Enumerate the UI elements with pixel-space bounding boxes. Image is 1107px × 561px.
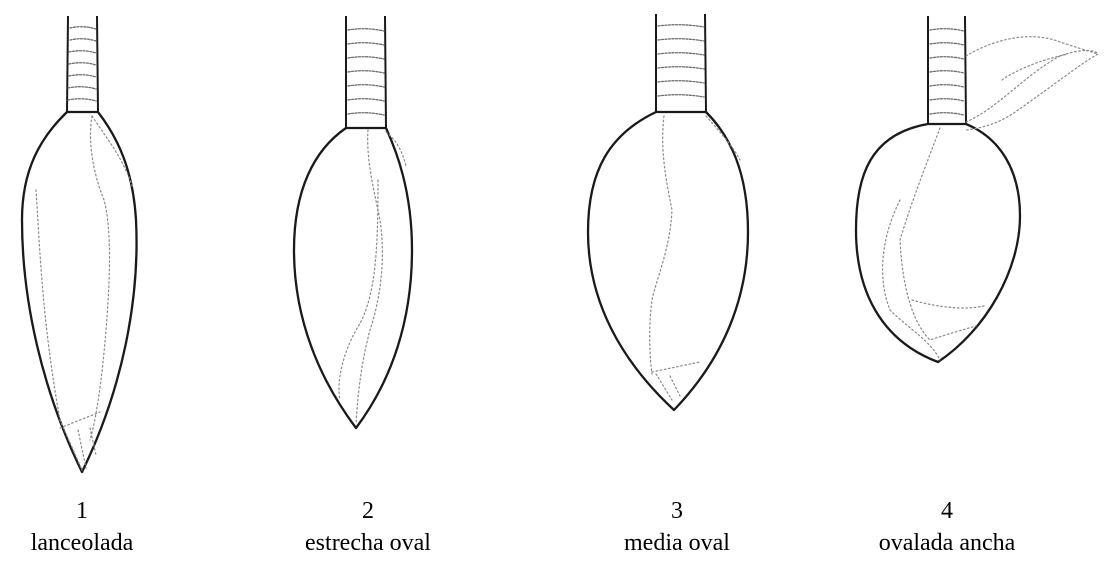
leaf-3-medium-oval xyxy=(588,14,748,410)
leaf-2-narrow-oval xyxy=(294,16,412,428)
label-4-name: ovalada ancha xyxy=(879,530,1016,556)
leaf-3-midrib xyxy=(650,116,672,374)
leaf-4-blade xyxy=(856,124,1020,362)
leaf-2-petiole xyxy=(346,16,386,128)
label-2-name: estrecha oval xyxy=(305,530,431,556)
leaf-1-blade xyxy=(22,112,137,472)
leaf-2-midrib xyxy=(356,130,382,424)
leaf-4-petiole xyxy=(928,16,966,124)
leaf-4-broad-oval xyxy=(856,16,1098,362)
label-1-name: lanceolada xyxy=(31,530,134,556)
label-4: 4 ovalada ancha xyxy=(879,498,1016,556)
leaf-1-petiole xyxy=(67,16,98,112)
label-2: 2 estrecha oval xyxy=(305,498,431,556)
label-1-number: 1 xyxy=(76,498,88,524)
leaf-3-petiole xyxy=(656,14,706,112)
leaf-1-midrib xyxy=(90,116,110,440)
label-1: 1 lanceolada xyxy=(31,498,134,556)
label-2-number: 2 xyxy=(362,498,374,524)
label-3: 3 media oval xyxy=(624,498,730,556)
leaf-3-blade xyxy=(588,112,748,410)
leaf-2-blade xyxy=(294,128,412,428)
leaf-4-background-leaf xyxy=(966,51,1098,131)
label-3-name: media oval xyxy=(624,530,730,556)
label-3-number: 3 xyxy=(671,498,683,524)
leaf-4-midrib xyxy=(900,128,976,340)
label-4-number: 4 xyxy=(941,498,953,524)
leaf-1-lanceolate xyxy=(22,16,137,472)
